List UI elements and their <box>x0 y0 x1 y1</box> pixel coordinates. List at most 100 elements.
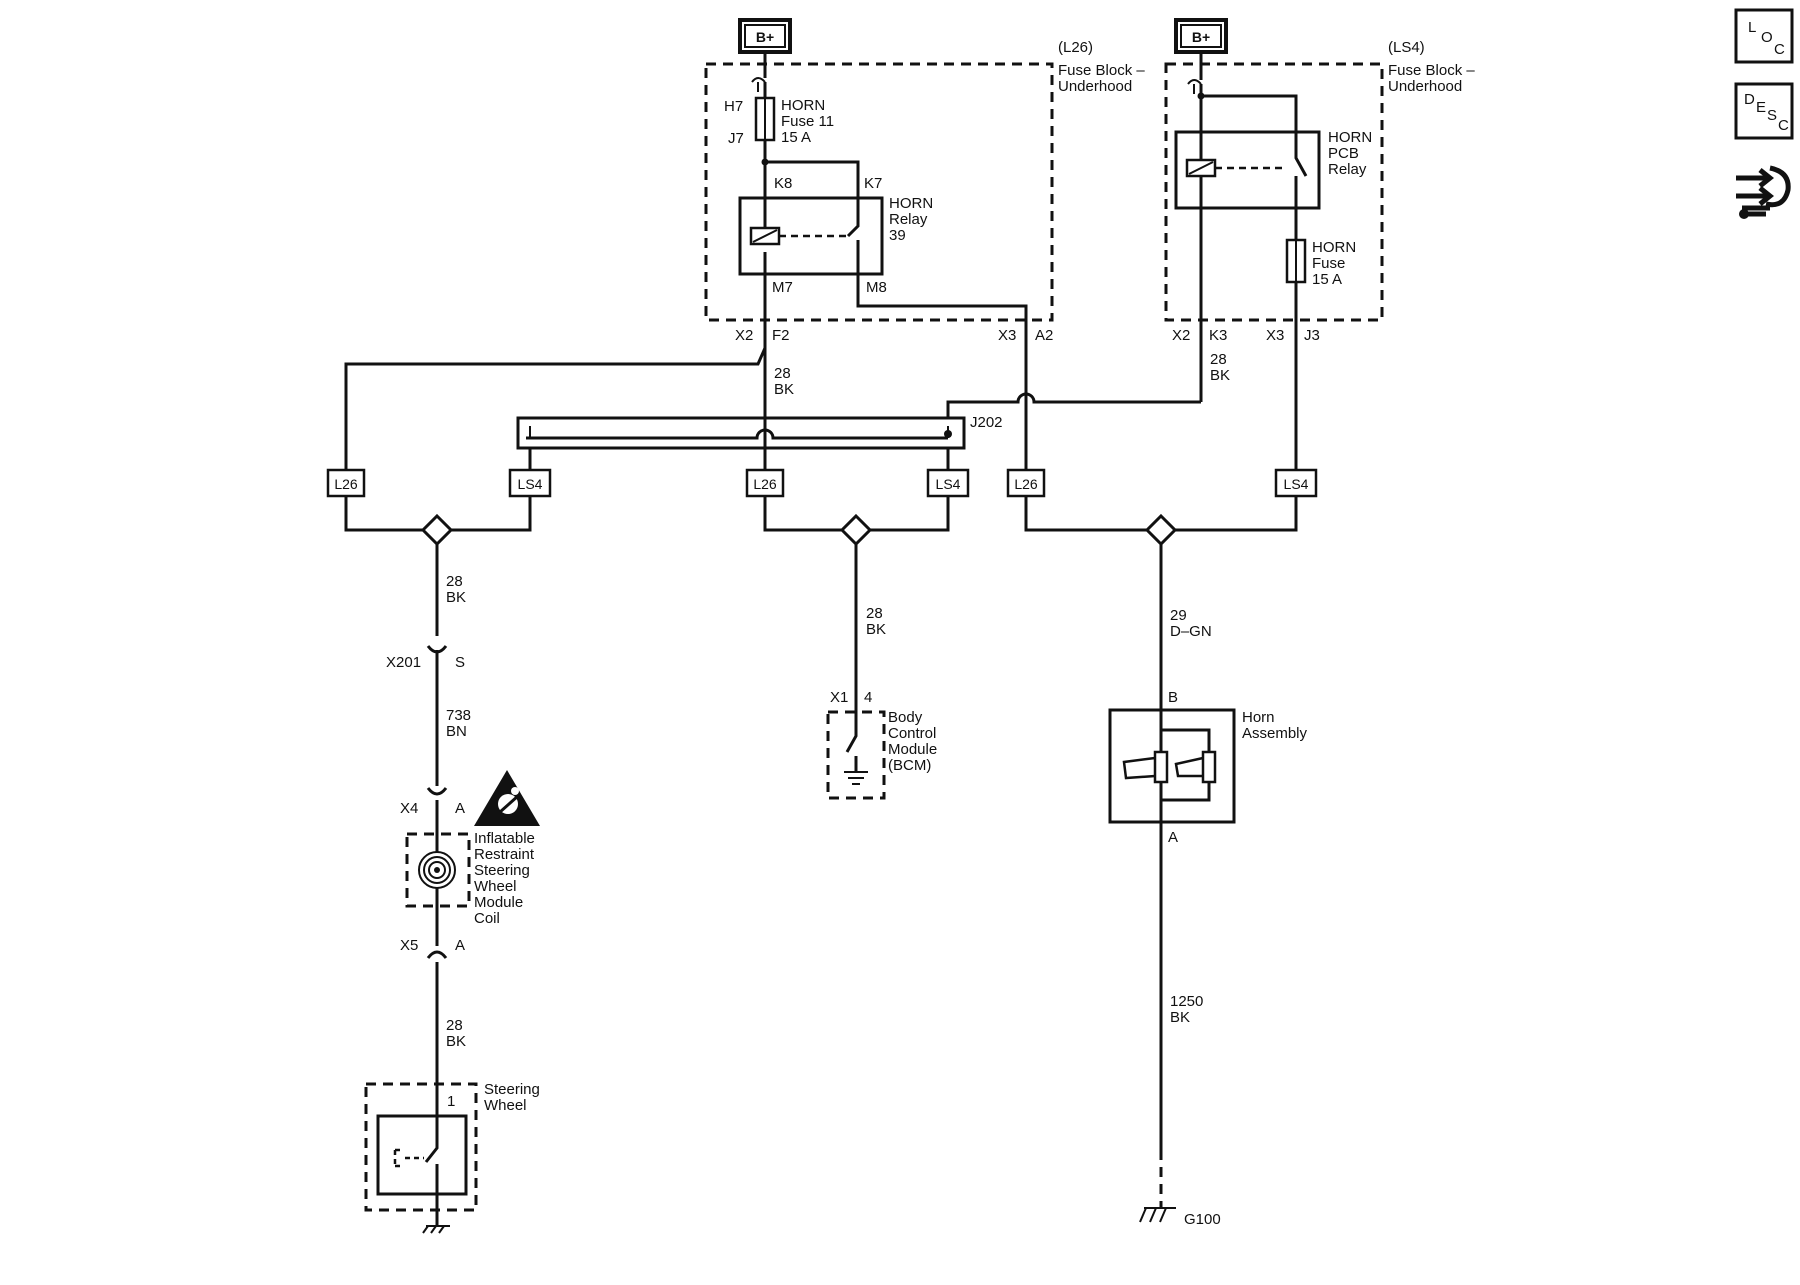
merge-diamond-2 <box>839 513 873 547</box>
wire-28bk-d-num: 28 <box>446 1017 463 1034</box>
ls4-fuse-label-1: HORN <box>1312 239 1356 256</box>
bcm-outline <box>826 710 886 800</box>
steering-wheel-pin-1: 1 <box>447 1093 455 1110</box>
wire-738bn-col: BN <box>446 723 467 740</box>
splice-pack-j202 <box>516 416 966 450</box>
pin-k7: K7 <box>864 175 882 192</box>
relay-switch-icon <box>846 198 860 238</box>
horn-pin-b: B <box>1168 689 1178 706</box>
option-tag-ls4-2: LS4 <box>926 468 970 498</box>
horn-relay-label-3: 39 <box>889 227 906 244</box>
fuse-block-l26-title-2: Underhood <box>1058 78 1132 95</box>
g100-ground-icon <box>1139 1207 1176 1223</box>
wire-28bk-e-col: BK <box>866 621 886 638</box>
x4-pin: A <box>455 800 465 817</box>
horn-relay-label-1: HORN <box>889 195 933 212</box>
wire-29dgn-col: D–GN <box>1170 623 1212 640</box>
svg-text:L26: L26 <box>1014 476 1038 492</box>
b-plus-label-ls4: B+ <box>1192 29 1210 45</box>
desc-button[interactable]: D E S C <box>1734 82 1794 140</box>
bcm-label-3: Module <box>888 741 937 758</box>
b-plus-terminal-l26: B+ <box>738 18 792 54</box>
fuse-block-l26: (L26) Fuse Block – Underhood B+ H7 J7 HO… <box>704 18 1145 470</box>
coil-label-2: Restraint <box>474 846 535 863</box>
bcm-switch-icon <box>845 712 858 772</box>
bcm-label-2: Control <box>888 725 936 742</box>
horn-fuse-11-label-3: 15 A <box>781 129 811 146</box>
pin-h7: H7 <box>724 98 743 115</box>
x5-label: X5 <box>400 937 418 954</box>
g100-label: G100 <box>1184 1211 1221 1228</box>
steering-wheel-label-2: Wheel <box>484 1097 527 1114</box>
pin-m7: M7 <box>772 279 793 296</box>
wire-28bk-d-col: BK <box>446 1033 466 1050</box>
b-plus-terminal-ls4: B+ <box>1174 18 1228 54</box>
horn-switch-box <box>376 1114 468 1196</box>
svg-text:D: D <box>1744 91 1755 108</box>
pin-j7: J7 <box>728 130 744 147</box>
wire-28bk-a-num: 28 <box>774 365 791 382</box>
fuse-clip-icon <box>751 77 766 92</box>
option-merges <box>344 496 1298 547</box>
coil-label-1: Inflatable <box>474 830 535 847</box>
wire-28bk-e-num: 28 <box>866 605 883 622</box>
b-plus-label: B+ <box>756 29 774 45</box>
wire-28bk-c-col: BK <box>446 589 466 606</box>
fuse-block-ls4-title-1: Fuse Block – <box>1388 62 1475 79</box>
horn-assembly-box <box>1108 708 1236 824</box>
coil-label-3: Steering <box>474 862 530 879</box>
horn-fuse-11-label-1: HORN <box>781 97 825 114</box>
fuse-block-l26-option: (L26) <box>1058 39 1093 56</box>
horn-assembly-label-2: Assembly <box>1242 725 1308 742</box>
pcb-relay-switch-icon <box>1294 132 1308 177</box>
option-tag-l26-1: L26 <box>326 468 366 498</box>
bcm-label-4: (BCM) <box>888 757 931 774</box>
option-tag-l26-2: L26 <box>745 468 785 498</box>
horn-pin-a: A <box>1168 829 1178 846</box>
wire-738bn-num: 738 <box>446 707 471 724</box>
wrench-arrows-icon[interactable] <box>1736 165 1791 219</box>
svg-text:C: C <box>1778 117 1789 134</box>
horn-assembly-label-1: Horn <box>1242 709 1275 726</box>
bcm-connector-x1: X1 <box>830 689 848 706</box>
pcb-relay-label-2: PCB <box>1328 145 1359 162</box>
j202-label: J202 <box>970 414 1003 431</box>
conn-k3: K3 <box>1209 327 1227 344</box>
option-tag-ls4-3: LS4 <box>1274 468 1318 498</box>
bcm-ground-icon <box>844 771 868 785</box>
horn-pcb-relay <box>1174 130 1321 210</box>
conn-x3-ls4: X3 <box>1266 327 1284 344</box>
conn-f2: F2 <box>772 327 790 344</box>
fuse-block-l26-title-1: Fuse Block – <box>1058 62 1145 79</box>
wire-28bk-b-num: 28 <box>1210 351 1227 368</box>
ls4-fuse-label-3: 15 A <box>1312 271 1342 288</box>
fuse-clip-icon-ls4 <box>1187 79 1202 94</box>
pcb-relay-label-3: Relay <box>1328 161 1367 178</box>
merge-diamond-3 <box>1144 513 1178 547</box>
coil-label-6: Coil <box>474 910 500 927</box>
ls4-fuse-label-2: Fuse <box>1312 255 1345 272</box>
fuse-block-ls4-option: (LS4) <box>1388 39 1425 56</box>
bcm-label-1: Body <box>888 709 923 726</box>
svg-text:L: L <box>1748 19 1756 36</box>
x201-label: X201 <box>386 654 421 671</box>
option-tag-l26-3: L26 <box>1006 468 1046 498</box>
fuse-block-ls4: (LS4) Fuse Block – Underhood B+ HORN PCB… <box>1164 18 1475 470</box>
svg-text:LS4: LS4 <box>518 476 543 492</box>
pin-m8: M8 <box>866 279 887 296</box>
x5-connector-icon <box>426 950 448 959</box>
pcb-relay-label-1: HORN <box>1328 129 1372 146</box>
x5-pin: A <box>455 937 465 954</box>
steering-wheel-outline <box>364 1082 478 1212</box>
svg-text:O: O <box>1761 29 1773 46</box>
horn-icon <box>1122 710 1217 802</box>
loc-button[interactable]: L O C <box>1734 8 1794 64</box>
option-tag-ls4-1: LS4 <box>508 468 552 498</box>
wire-1250bk-col: BK <box>1170 1009 1190 1026</box>
airbag-warning-icon <box>474 770 540 826</box>
conn-x3-l26: X3 <box>998 327 1016 344</box>
conn-x2-ls4: X2 <box>1172 327 1190 344</box>
fuse-block-ls4-outline <box>1164 62 1384 322</box>
conn-a2: A2 <box>1035 327 1053 344</box>
